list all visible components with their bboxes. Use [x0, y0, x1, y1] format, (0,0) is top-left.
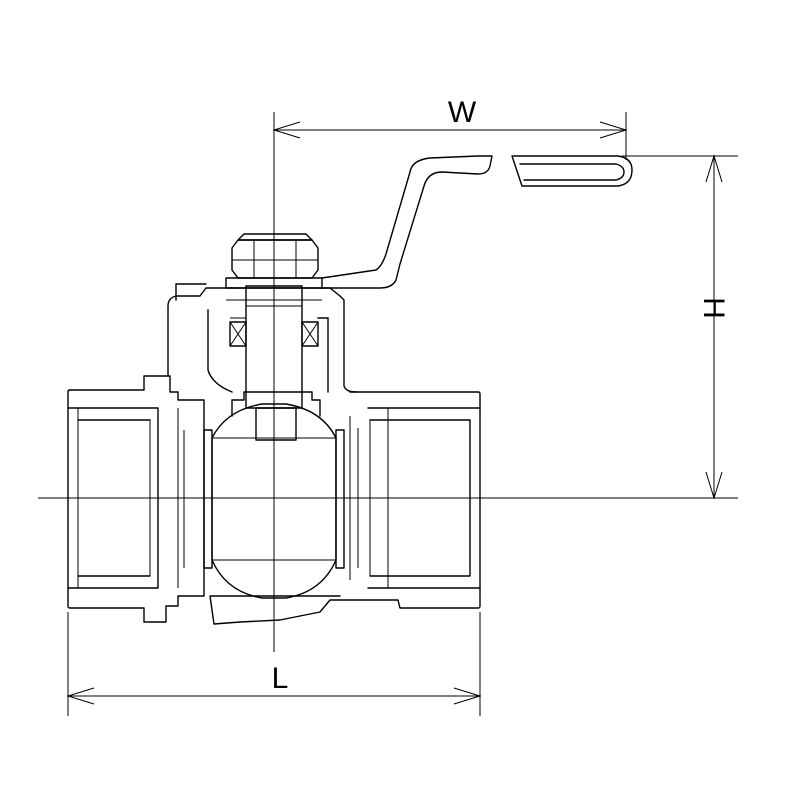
- right-end-connection: [209, 391, 481, 625]
- h-label: H: [697, 297, 730, 319]
- l-arrow-left: [66, 687, 95, 705]
- w-arrow-left: [272, 121, 301, 139]
- dimension-h: H: [622, 154, 738, 500]
- dimension-w: W: [272, 96, 628, 160]
- handle-nut: [225, 233, 323, 301]
- h-arrow-top: [705, 154, 723, 183]
- lever-handle: [319, 155, 633, 289]
- w-arrow-right: [599, 121, 628, 139]
- w-label: W: [448, 96, 477, 129]
- stem-packing: [229, 321, 319, 347]
- l-arrow-right: [453, 687, 482, 705]
- h-arrow-bottom: [705, 471, 723, 500]
- dimension-l: L: [66, 612, 482, 716]
- l-label: L: [272, 662, 289, 695]
- stem: [245, 285, 303, 441]
- left-end-connection: [67, 375, 205, 623]
